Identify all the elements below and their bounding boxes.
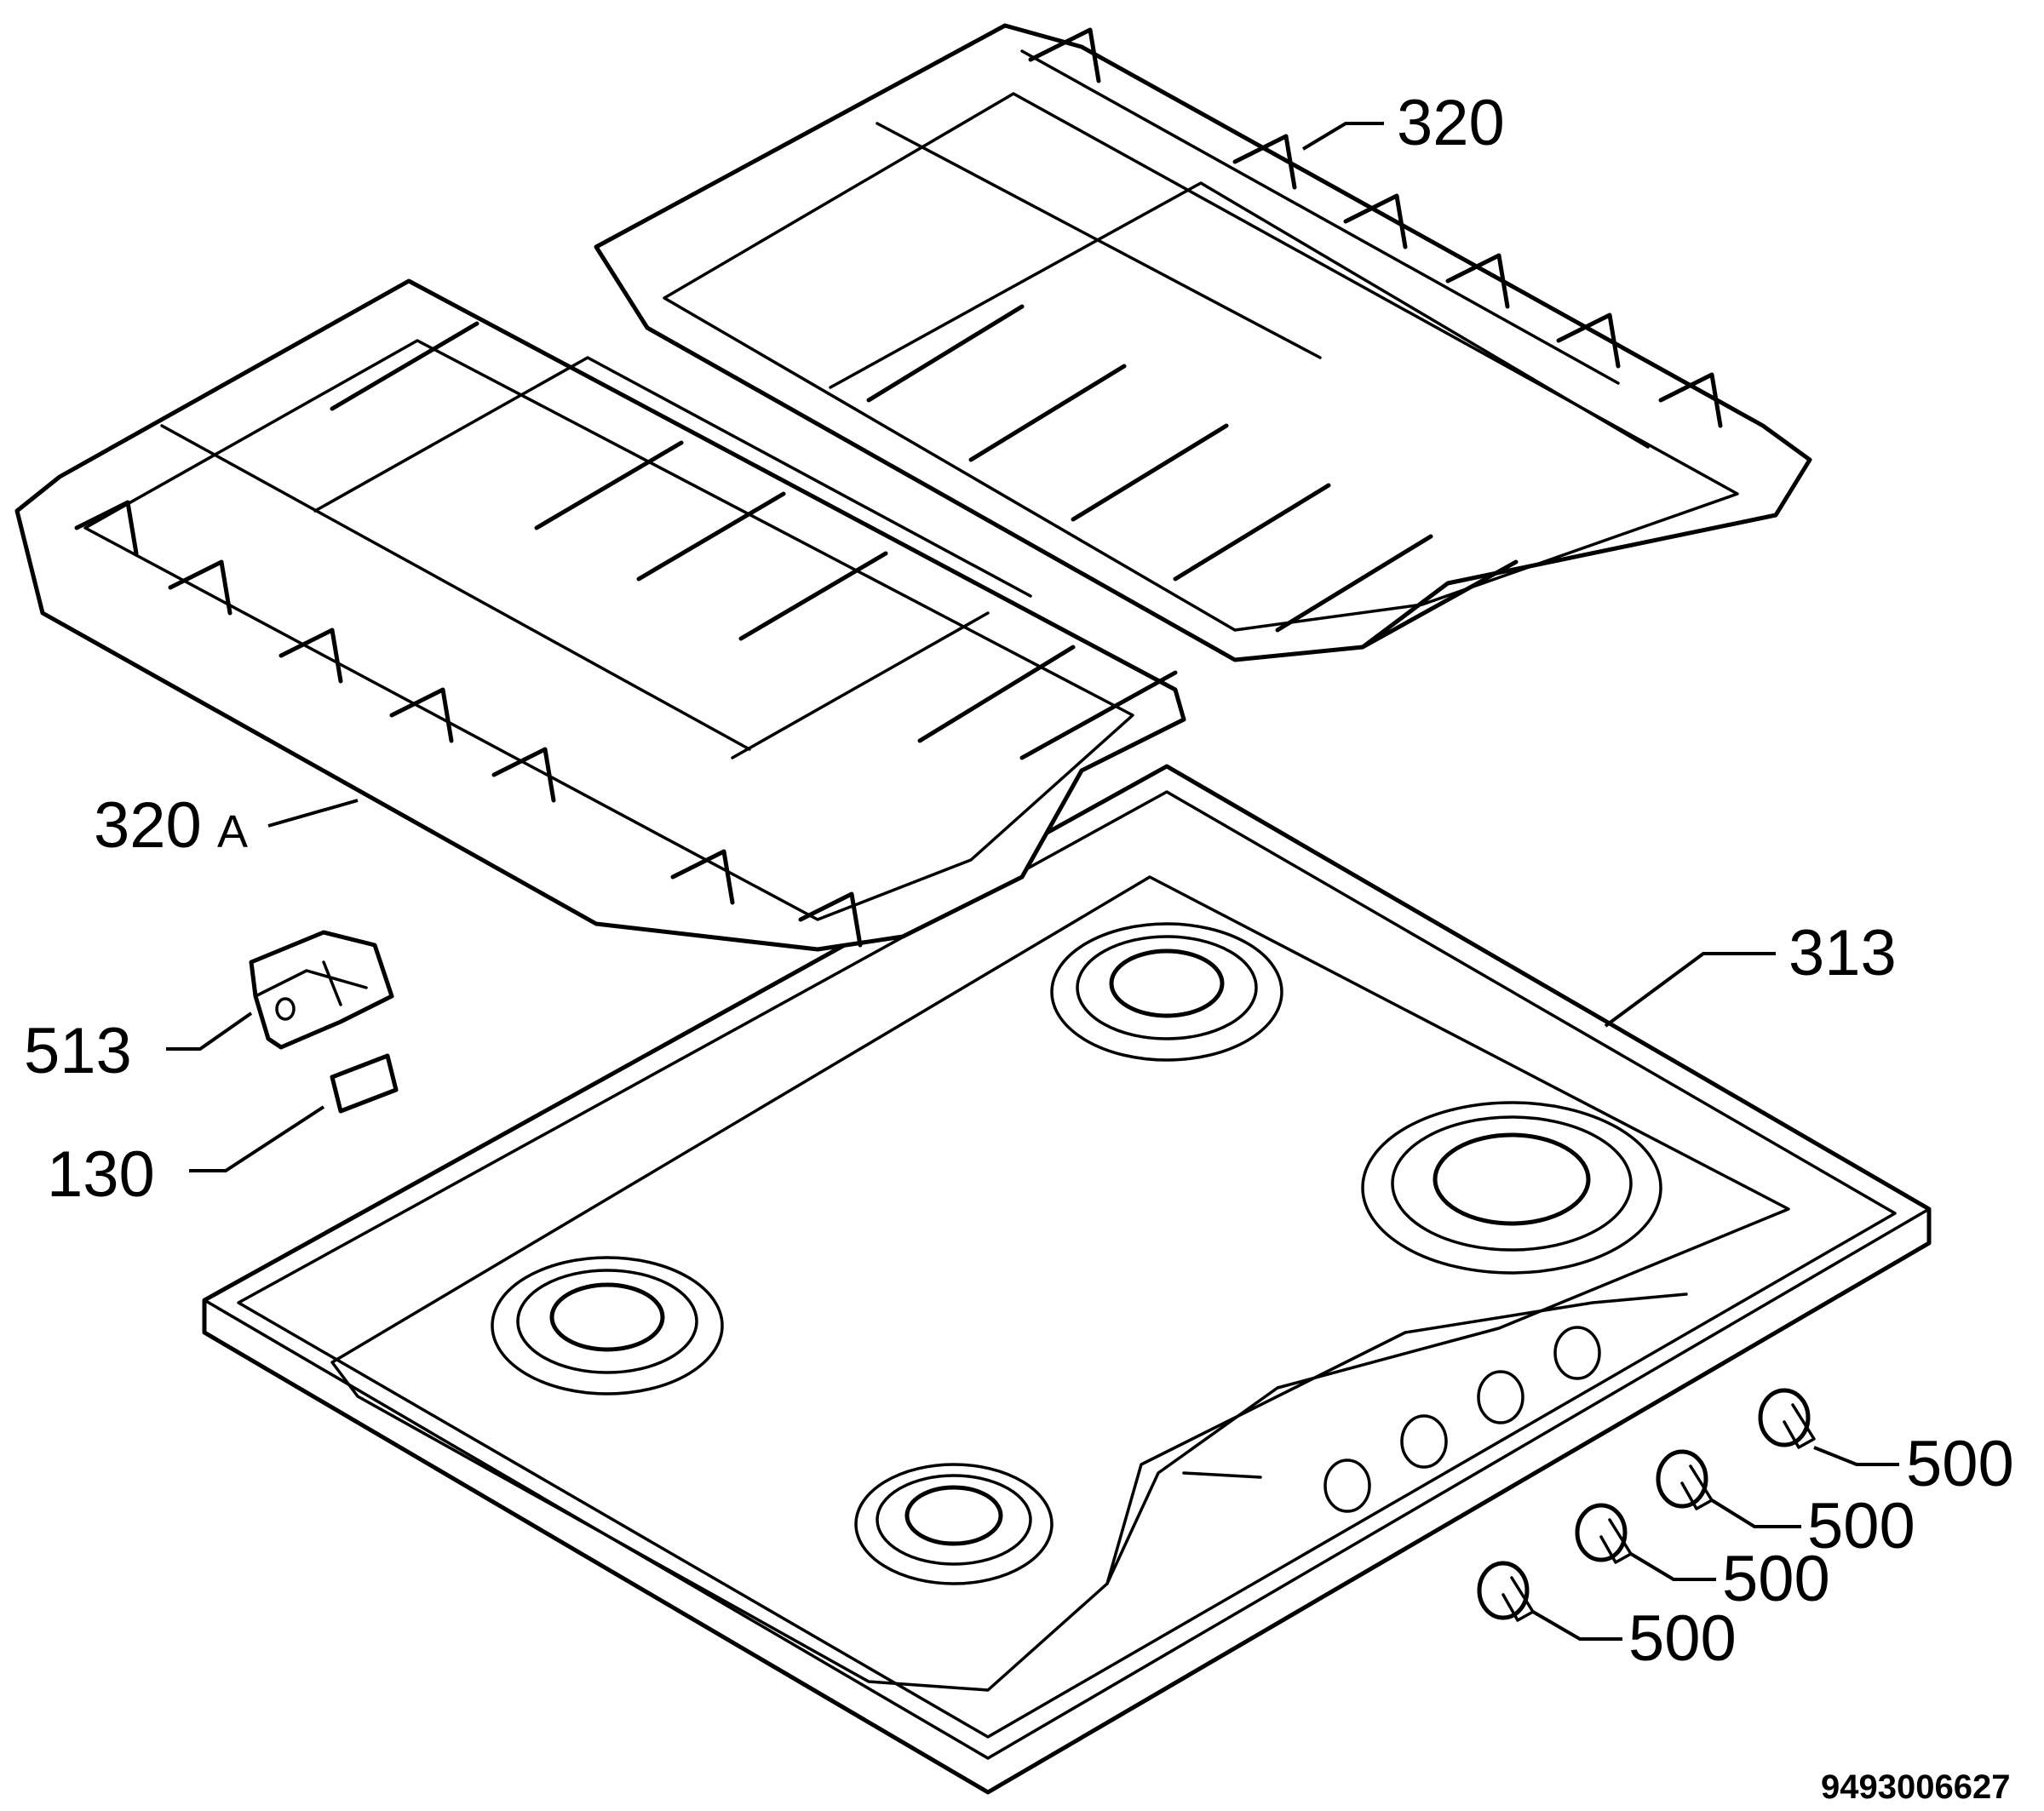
knob-4	[1477, 1561, 1535, 1622]
callout-500-2: 500	[1807, 1490, 1915, 1562]
hob-top-313	[202, 764, 1932, 1795]
callout-130: 130	[47, 1138, 155, 1211]
clip-pad-130	[330, 1053, 399, 1114]
pan-support-grid-320a	[14, 278, 1186, 952]
document-number: 9493006627	[1821, 1768, 2010, 1806]
callout-500-4: 500	[1628, 1602, 1737, 1675]
grid-320-fingers	[866, 304, 1519, 650]
clip-513	[249, 930, 394, 1050]
callout-500-3: 500	[1722, 1543, 1830, 1615]
callout-320a-suffix: A	[217, 806, 248, 857]
grid-320a-posts	[74, 500, 863, 948]
grid-320-posts	[1028, 27, 1723, 428]
callout-513: 513	[24, 1015, 132, 1087]
callout-320: 320	[1397, 87, 1505, 159]
knob-holes	[1323, 1326, 1601, 1513]
callout-320a-number: 320	[94, 789, 202, 862]
knob-3	[1575, 1503, 1633, 1564]
leader-lines	[166, 122, 1899, 1641]
burner-rear-right	[1361, 1101, 1662, 1275]
control-knobs	[1477, 1388, 1816, 1622]
callout-313: 313	[1788, 917, 1897, 989]
burner-front-left	[491, 1256, 724, 1396]
burner-front-right	[854, 1463, 1054, 1585]
burner-rear-left	[1050, 922, 1283, 1062]
callout-labels: 320 320 A 313 513 130 500 500 500 500	[24, 87, 2014, 1675]
knob-1	[1758, 1388, 1816, 1449]
grid-320a-fingers	[330, 321, 1178, 760]
callout-500-1: 500	[1906, 1428, 2014, 1500]
knob-2	[1656, 1449, 1714, 1510]
pan-support-grid-320	[594, 23, 1812, 662]
